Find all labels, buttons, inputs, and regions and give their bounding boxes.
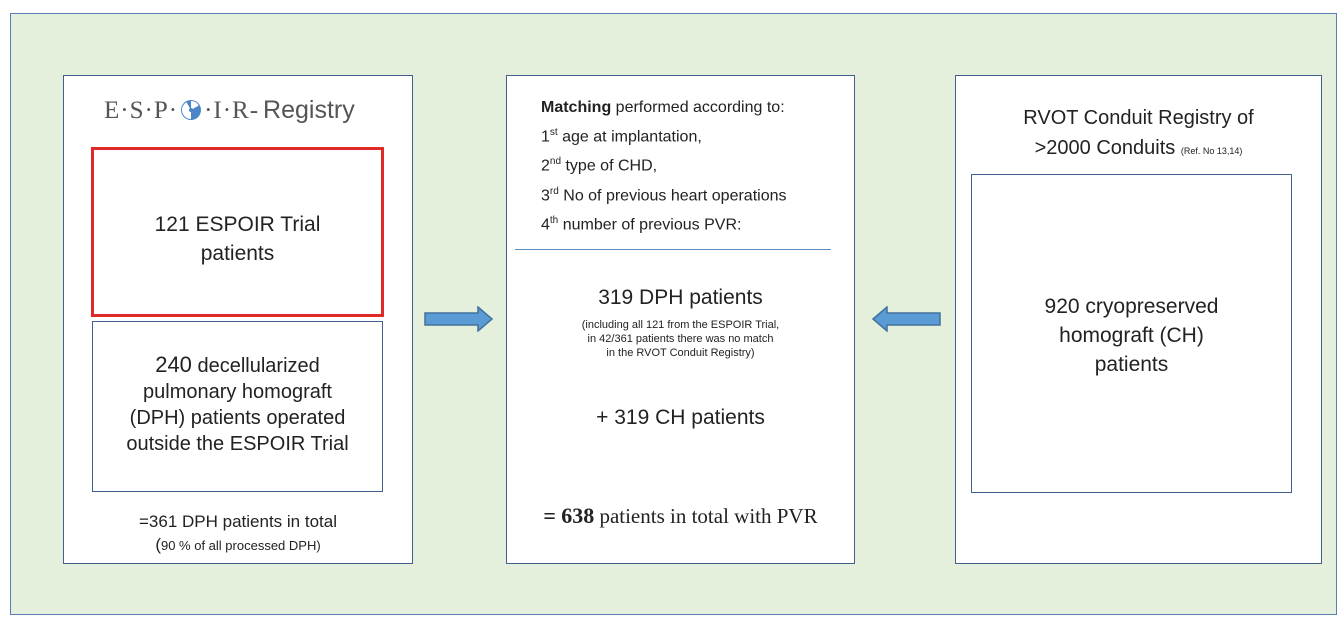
criteria-divider bbox=[515, 249, 831, 250]
left-total-note-open: ( bbox=[155, 535, 161, 554]
registry-title: E·S·P· ·I·R-Registry bbox=[104, 96, 355, 125]
dph-note-line-1: (including all 121 from the ESPOIR Trial… bbox=[581, 319, 780, 331]
trial-line-1: 121 ESPOIR Trial bbox=[154, 213, 321, 236]
decell-line-4: outside the ESPOIR Trial bbox=[126, 433, 349, 455]
cryopreserved-box bbox=[971, 174, 1292, 493]
left-arrow-icon bbox=[871, 306, 941, 332]
rvot-title-line-1: RVOT Conduit Registry of bbox=[1023, 107, 1254, 129]
dph-patients: 319 DPH patients bbox=[598, 286, 763, 309]
decellularized-box: 240 decellularized pulmonary homograft (… bbox=[92, 321, 383, 492]
decell-line-3: (DPH) patients operated bbox=[129, 407, 346, 429]
criterion-2: 2nd type of CHD, bbox=[541, 156, 658, 175]
trial-line-2: patients bbox=[200, 242, 275, 265]
ch-line-3: patients bbox=[1094, 353, 1169, 376]
total-number: 638 bbox=[561, 503, 595, 528]
criterion-3: 3rd No of previous heart operations bbox=[541, 185, 787, 204]
registry-letters: E·S·P· bbox=[104, 97, 179, 124]
matching-bold: Matching bbox=[541, 99, 612, 116]
total-prefix: = bbox=[543, 503, 556, 528]
decell-number: 240 bbox=[155, 352, 192, 377]
dph-note-line-2: in 42/361 patients there was no match bbox=[587, 333, 774, 345]
total-patients: = 638 patients in total with PVR bbox=[506, 503, 855, 529]
ch-patients: + 319 CH patients bbox=[596, 406, 765, 429]
criterion-4: 4th number of previous PVR: bbox=[541, 214, 742, 234]
ch-line-2: homograft (CH) bbox=[1059, 324, 1204, 347]
right-arrow-icon bbox=[424, 306, 494, 332]
total-suffix: patients in total with PVR bbox=[594, 504, 818, 528]
registry-word: Registry bbox=[263, 96, 355, 124]
registry-letters-2: ·I·R- bbox=[204, 97, 260, 124]
decell-line-2: pulmonary homograft bbox=[143, 381, 332, 403]
criterion-1: 1st age at implantation, bbox=[541, 127, 702, 146]
rvot-title-ref: (Ref. No 13,14) bbox=[1180, 146, 1243, 156]
espoir-trial-box: 121 ESPOIR Trial patients bbox=[91, 147, 384, 317]
matching-criteria: Matching performed according to: 1st age… bbox=[541, 95, 851, 237]
rvot-title-line-2: >2000 Conduits bbox=[1034, 137, 1176, 159]
matching-box bbox=[506, 75, 855, 564]
ch-line-1: 920 cryopreserved bbox=[1044, 295, 1219, 318]
rvot-title: RVOT Conduit Registry of >2000 Conduits … bbox=[955, 103, 1322, 166]
decell-line-1: decellularized bbox=[197, 355, 320, 377]
left-total-note: 90 % of all processed DPH) bbox=[160, 538, 321, 553]
dph-note: (including all 121 from the ESPOIR Trial… bbox=[506, 318, 855, 360]
cryopreserved-text: 920 cryopreserved homograft (CH) patient… bbox=[971, 292, 1292, 379]
matching-rest: performed according to: bbox=[611, 99, 785, 116]
tri-blade-logo-icon bbox=[181, 100, 202, 120]
dph-note-line-3: in the RVOT Conduit Registry) bbox=[606, 347, 755, 359]
left-total: =361 DPH patients in total (90 % of all … bbox=[63, 510, 413, 557]
left-total-line: =361 DPH patients in total bbox=[139, 512, 337, 531]
